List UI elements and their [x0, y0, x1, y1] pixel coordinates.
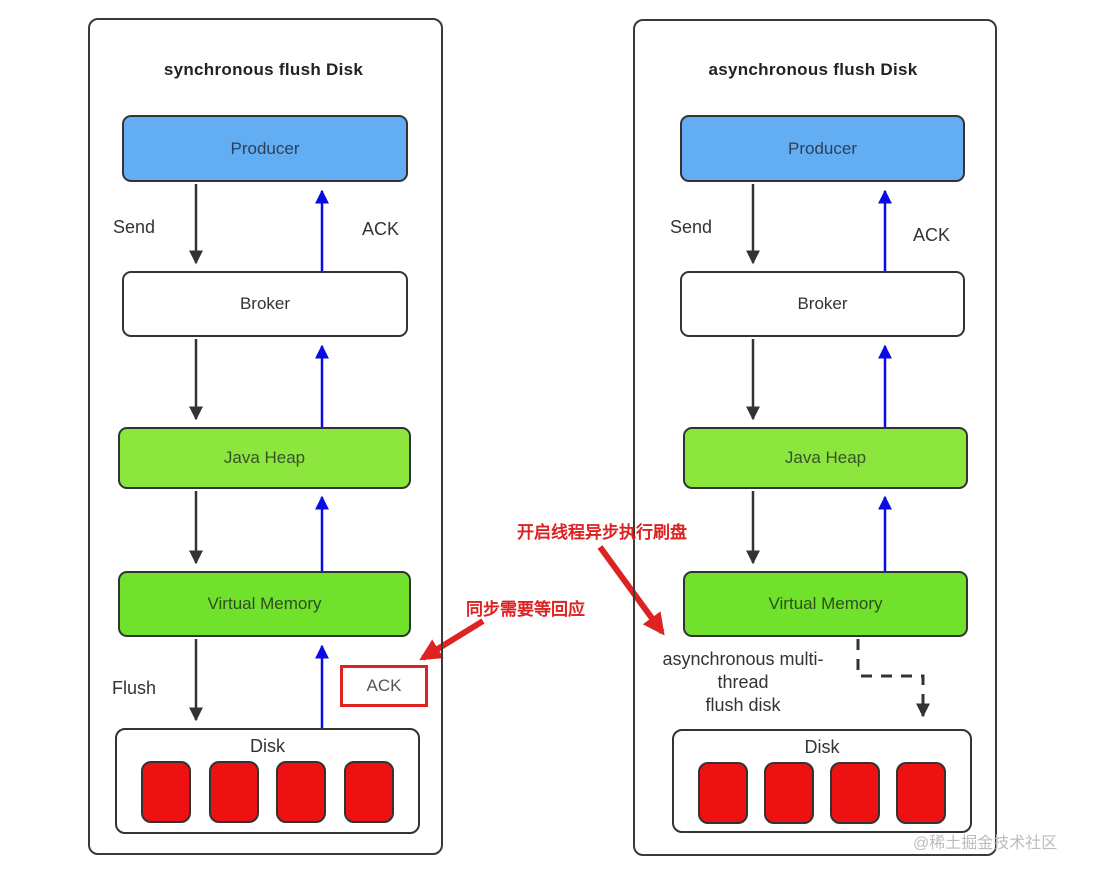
disk-block: [276, 761, 327, 823]
right-panel: [633, 19, 997, 856]
right-disk-node: Disk: [672, 729, 972, 833]
disk-block: [896, 762, 946, 824]
right-broker-node: Broker: [680, 271, 965, 337]
left-panel: [88, 18, 443, 855]
left-broker-node: Broker: [122, 271, 408, 337]
disk-block: [764, 762, 814, 824]
right-producer-node: Producer: [680, 115, 965, 182]
sync-wait-annotation: 同步需要等回应: [466, 600, 585, 619]
left-disk-node: Disk: [115, 728, 420, 834]
sync-ack-highlight-box: ACK: [340, 665, 428, 707]
left-virtual-memory-node: Virtual Memory: [118, 571, 411, 637]
left-java-heap-node: Java Heap: [118, 427, 411, 489]
left-disk-blocks: [141, 761, 394, 823]
disk-block: [830, 762, 880, 824]
async-note-line: flush disk: [705, 695, 781, 715]
disk-block: [208, 761, 259, 823]
async-note-line: thread: [717, 672, 769, 692]
right-disk-blocks: [698, 762, 946, 824]
left-producer-node: Producer: [122, 115, 408, 182]
right-virtual-memory-node: Virtual Memory: [683, 571, 968, 637]
async-multithread-note: asynchronous multi- thread flush disk: [645, 648, 841, 717]
right-ack-label: ACK: [913, 225, 951, 245]
disk-block: [343, 761, 394, 823]
left-flush-label: Flush: [112, 678, 157, 698]
disk-block: [141, 761, 191, 823]
left-disk-label: Disk: [250, 736, 285, 756]
right-send-label: Send: [670, 217, 713, 237]
right-java-heap-node: Java Heap: [683, 427, 968, 489]
right-panel-title: asynchronous flush Disk: [708, 60, 918, 79]
async-thread-annotation: 开启线程异步执行刷盘: [517, 523, 687, 542]
sync-ack-highlight-label: ACK: [366, 676, 402, 695]
left-ack-label: ACK: [362, 219, 400, 239]
left-panel-title: synchronous flush Disk: [163, 60, 364, 79]
left-send-label: Send: [113, 217, 156, 237]
watermark: @稀土掘金技术社区: [913, 835, 1058, 852]
async-note-line: asynchronous multi-: [662, 649, 824, 669]
disk-block: [698, 762, 748, 824]
right-disk-label: Disk: [804, 737, 840, 757]
